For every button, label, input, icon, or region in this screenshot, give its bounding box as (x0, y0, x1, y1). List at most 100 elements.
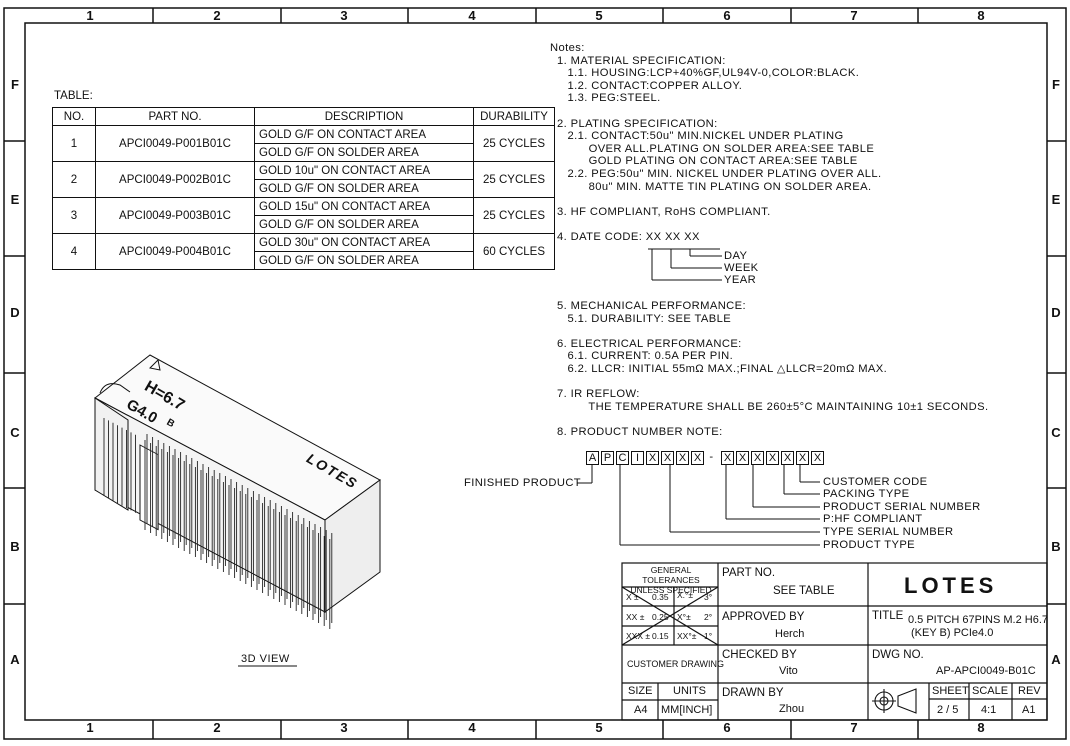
contact-pin (239, 485, 243, 581)
contact-pin (245, 488, 249, 584)
contact-pin (228, 479, 232, 575)
contact-pin (217, 473, 221, 569)
pn-box: X (766, 451, 779, 465)
units-value: MM[INCH] (661, 704, 713, 716)
contact-pin (166, 446, 170, 542)
size-value: A4 (634, 704, 648, 716)
table-row: 2 APCI0049-P002B01C GOLD 10u" ON CONTACT… (52, 161, 555, 198)
sheet-value: 2 / 5 (937, 704, 959, 716)
contact-pin (301, 518, 305, 614)
pn-box: X (676, 451, 689, 465)
contact-pin (267, 500, 271, 596)
contact-pin (318, 527, 322, 623)
row-desc-contact: GOLD 10u" ON CONTACT AREA (254, 161, 474, 180)
pn-box: X (691, 451, 704, 465)
date-code-year: YEAR (724, 274, 757, 286)
zone-col-6: 6 (723, 8, 731, 23)
pn-box: X (796, 451, 809, 465)
row-part-no: APCI0049-P002B01C (95, 161, 255, 198)
contact-pin (262, 497, 266, 593)
contact-pin (189, 458, 193, 554)
title-block-grid (621, 562, 1048, 721)
parts-table: NO. PART NO. DESCRIPTION DURABILITY 1 AP… (52, 107, 555, 270)
contact-pin (211, 470, 215, 566)
header-no: NO. (52, 107, 96, 126)
contact-pin (323, 530, 327, 626)
tol-xx-val: 0.25 (652, 612, 669, 622)
tol-xa-val: 3° (704, 592, 713, 602)
zone-row-e-right: E (1051, 192, 1061, 207)
pn-box: P (601, 451, 614, 465)
contact-pin (194, 461, 198, 557)
tol-xxxa-val: 1° (704, 631, 713, 641)
contact-pin (222, 476, 226, 572)
zone-row-a: A (10, 652, 20, 667)
pn-label-type-serial: TYPE SERIAL NUMBER (823, 526, 954, 538)
zone-row-c-right: C (1051, 425, 1061, 440)
3d-view-label: 3D VIEW (241, 653, 290, 665)
connector-pins (103, 418, 333, 629)
tol-xxxa: XX°± (677, 631, 697, 641)
contact-pin (161, 443, 165, 539)
contact-pin (178, 452, 182, 548)
row-no: 1 (52, 125, 96, 162)
row-part-no: APCI0049-P004B01C (95, 233, 255, 270)
pn-box: A (586, 451, 599, 465)
checked-value: Vito (779, 665, 798, 677)
tol-xxx: XXX ± (626, 631, 651, 641)
header-description: DESCRIPTION (254, 107, 474, 126)
rev-label: REV (1018, 685, 1041, 697)
zone-col-2-bottom: 2 (213, 720, 221, 735)
size-label: SIZE (628, 685, 653, 697)
zone-row-a-right: A (1051, 652, 1061, 667)
rev-value: A1 (1022, 704, 1036, 716)
pn-box: I (631, 451, 644, 465)
contact-pin (273, 503, 277, 599)
row-desc-contact: GOLD 15u" ON CONTACT AREA (254, 197, 474, 216)
date-code-week: WEEK (724, 262, 759, 274)
scale-label: SCALE (972, 685, 1009, 697)
contact-pin (172, 449, 176, 545)
contact-pin (250, 491, 254, 587)
row-no: 2 (52, 161, 96, 198)
drawn-label: DRAWN BY (722, 687, 784, 699)
tol-x: X ± (626, 592, 639, 602)
row-desc-contact: GOLD 30u" ON CONTACT AREA (254, 233, 474, 252)
zone-row-b: B (10, 539, 20, 554)
contact-pin (155, 440, 159, 536)
contact-pin (329, 533, 333, 629)
row-durability: 25 CYCLES (473, 197, 555, 234)
drawn-value: Zhou (779, 703, 805, 715)
pn-box: X (736, 451, 749, 465)
pn-box: X (646, 451, 659, 465)
pn-label-product-type: PRODUCT TYPE (823, 539, 916, 551)
zone-row-d: D (10, 305, 20, 320)
tol-xx: XX ± (626, 612, 645, 622)
table-row: 4 APCI0049-P004B01C GOLD 30u" ON CONTACT… (52, 233, 555, 270)
checked-label: CHECKED BY (722, 649, 797, 661)
contact-pin (144, 434, 148, 530)
zone-col-1: 1 (86, 8, 94, 23)
zone-row-e: E (10, 192, 20, 207)
pn-box: X (781, 451, 794, 465)
row-desc-solder: GOLD G/F ON SOLDER AREA (254, 251, 474, 270)
table-caption: TABLE: (54, 90, 93, 102)
date-code-leaders (648, 248, 722, 281)
notes-block-1: Notes: 1. MATERIAL SPECIFICATION: 1.1. H… (550, 42, 882, 243)
tol-xxx-val: 0.15 (652, 631, 669, 641)
contact-pin (295, 515, 299, 611)
tol-xxa-val: 2° (704, 612, 713, 622)
row-durability: 60 CYCLES (473, 233, 555, 270)
zone-col-3-bottom: 3 (340, 720, 348, 735)
contact-pin (206, 467, 210, 563)
table-row: 1 APCI0049-P001B01C GOLD G/F ON CONTACT … (52, 125, 555, 162)
contact-pin (290, 512, 294, 608)
zone-col-7-bottom: 7 (850, 720, 858, 735)
row-no: 4 (52, 233, 96, 270)
projection-symbol-icon (872, 688, 917, 714)
pn-label-product-serial: PRODUCT SERIAL NUMBER (823, 501, 981, 513)
zone-col-4: 4 (468, 8, 476, 23)
tolerances-title: GENERAL TOLERANCES UNLESS SPECIFIED (630, 565, 712, 595)
pn-box: X (751, 451, 764, 465)
